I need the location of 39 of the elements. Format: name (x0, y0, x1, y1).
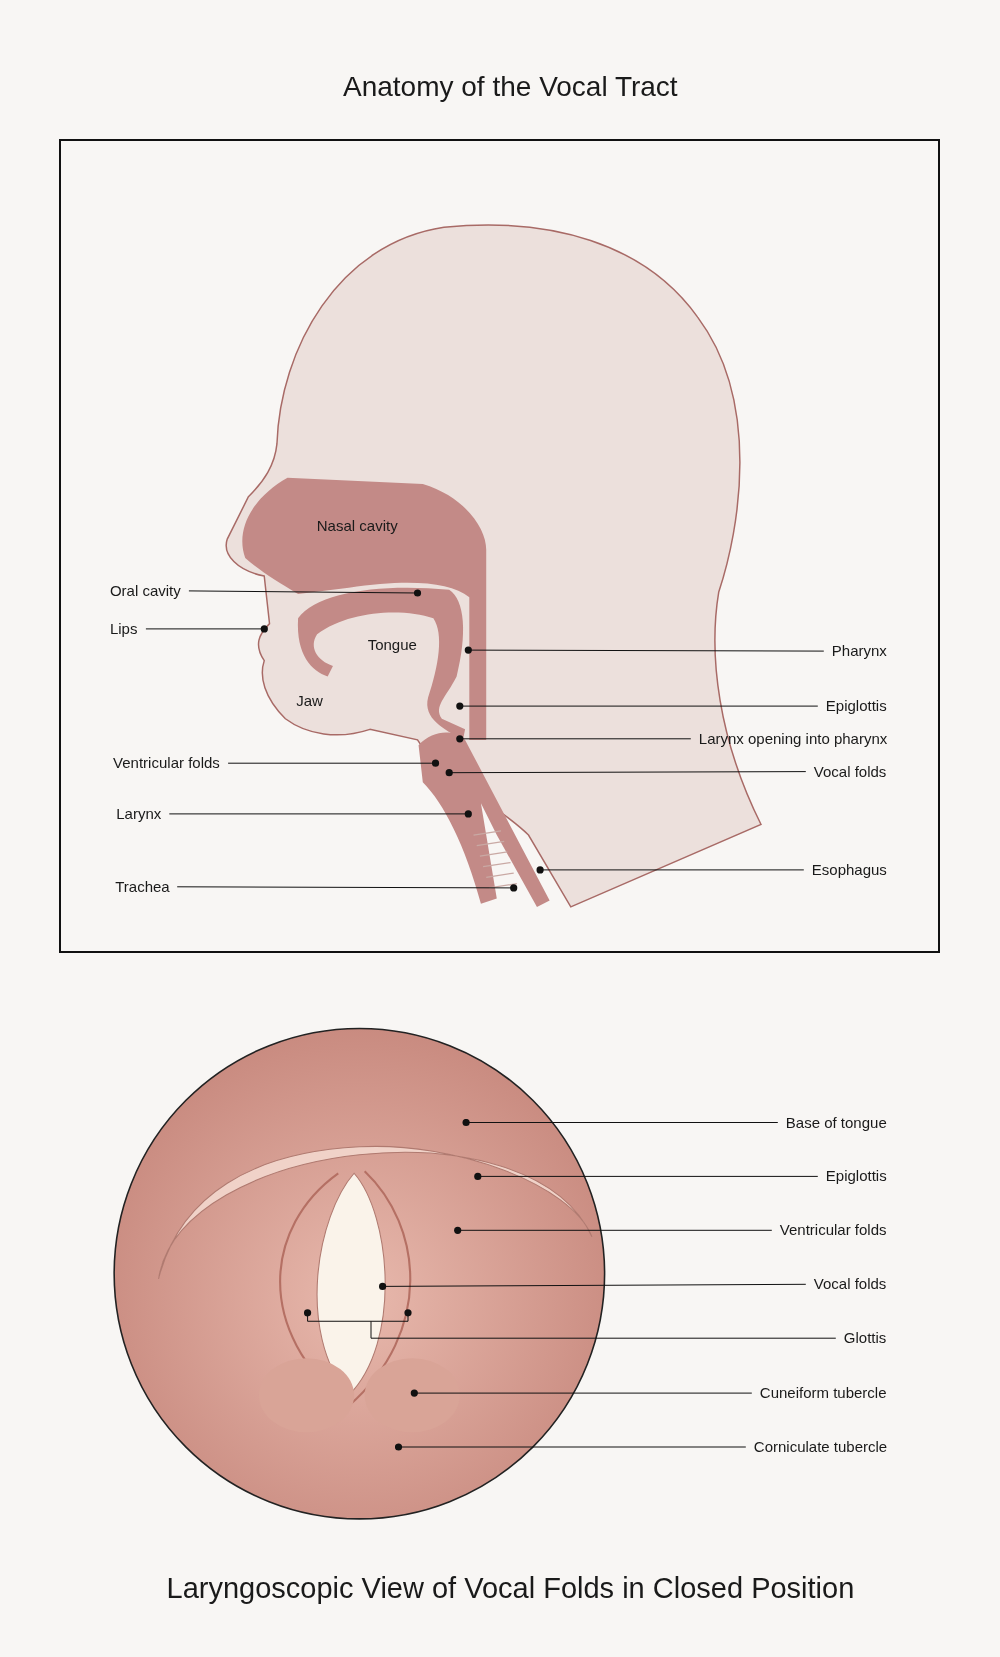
part-label: Ventricular folds (113, 754, 220, 773)
part-label: Jaw (296, 691, 323, 711)
part-label: Larynx (116, 804, 162, 823)
part-label: Tongue (367, 635, 417, 655)
leader-line (445, 769, 807, 777)
part-label: Nasal cavity (316, 515, 398, 535)
leader-line (188, 589, 422, 597)
leader-line (454, 1226, 773, 1234)
part-label: Glottis (843, 1329, 887, 1348)
part-label: Oral cavity (109, 581, 181, 600)
diagram-caption: Laryngoscopic View of Vocal Folds in Closed Position (166, 1570, 855, 1606)
part-label: Esophagus (811, 860, 887, 879)
part-label: Base of tongue (785, 1113, 887, 1132)
leader-line (227, 759, 440, 767)
part-label: Larynx opening into pharynx (698, 729, 888, 748)
leader-line (536, 866, 805, 874)
leader-line (456, 735, 692, 743)
leader-line (456, 702, 819, 710)
part-label: Lips (109, 619, 138, 638)
leader-line (410, 1389, 753, 1397)
part-label: Vocal folds (813, 762, 887, 781)
part-label: Ventricular folds (779, 1221, 887, 1240)
part-label: Cuneiform tubercle (759, 1384, 887, 1403)
leader-line (379, 1282, 807, 1290)
leader-line (168, 810, 472, 818)
leader-line (462, 1118, 779, 1127)
leader-line (304, 1309, 837, 1339)
part-label: Epiglottis (825, 1167, 887, 1186)
leader-line (464, 646, 825, 654)
part-label: Epiglottis (825, 697, 887, 716)
diagram-title: Anatomy of the Vocal Tract (343, 70, 678, 105)
leader-line (394, 1443, 747, 1451)
leader-line (176, 884, 518, 892)
leader-line (145, 625, 268, 633)
part-label: Vocal folds (813, 1275, 887, 1294)
part-label: Corniculate tubercle (753, 1438, 888, 1457)
part-label: Pharynx (831, 642, 887, 661)
leader-line (474, 1172, 819, 1180)
part-label: Trachea (115, 877, 170, 896)
